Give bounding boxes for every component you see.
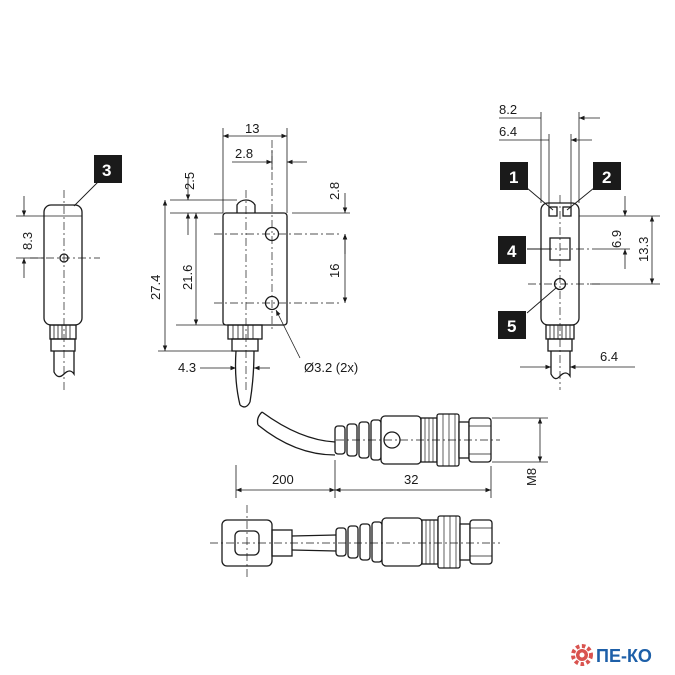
- dim-32-label: 32: [404, 472, 418, 487]
- callout-2-label: 2: [602, 168, 611, 187]
- dim-6-9-label: 6.9: [609, 230, 624, 248]
- dim-27-4-label: 27.4: [148, 275, 163, 300]
- dim-2-8-top-label: 2.8: [235, 146, 253, 161]
- dim-8-3-label: 8.3: [20, 232, 35, 250]
- dim-8-3: [16, 196, 44, 278]
- dim-6-4-top-label: 6.4: [499, 124, 517, 139]
- callout-1-box: [500, 162, 528, 190]
- gear-icon: [571, 644, 593, 666]
- callout-1-label: 1: [509, 168, 518, 187]
- dim-4-3-label: 4.3: [178, 360, 196, 375]
- bottom-view: [221, 515, 493, 569]
- side-view: [30, 190, 100, 390]
- logo-text: ПЕ-КО: [596, 646, 652, 666]
- front-view: [222, 199, 288, 408]
- callout-3-box: [94, 155, 122, 183]
- dim-2-8-right-label: 2.8: [327, 182, 342, 200]
- connector-dimensions: [235, 417, 548, 498]
- dim-8-2-label: 8.2: [499, 102, 517, 117]
- front-dimensions: [158, 128, 350, 371]
- dim-16-label: 16: [327, 264, 342, 278]
- front-centerlines: [214, 140, 340, 390]
- dim-13-3-label: 13.3: [636, 237, 651, 262]
- dim-6-4-bottom-label: 6.4: [600, 349, 618, 364]
- callout-5-box: [498, 311, 526, 339]
- rear-dimensions: [499, 112, 660, 370]
- logo: ПЕ-КО: [571, 644, 652, 666]
- cable-connector: [256, 411, 492, 467]
- callout-2-leader: [566, 187, 595, 211]
- callout-4-label: 4: [507, 242, 517, 261]
- callout-5-leader: [526, 287, 557, 314]
- dim-21-6-label: 21.6: [180, 265, 195, 290]
- dim-13-label: 13: [245, 121, 259, 136]
- callout-4-box: [498, 236, 526, 264]
- callout-5-label: 5: [507, 317, 516, 336]
- callout-3-label: 3: [102, 161, 111, 180]
- dim-200-label: 200: [272, 472, 294, 487]
- callout-3-leader: [73, 179, 101, 207]
- hole-label: Ø3.2 (2x): [304, 360, 358, 375]
- dim-2-5-label: 2.5: [182, 172, 197, 190]
- callout-1-leader: [526, 187, 554, 211]
- bottom-centerlines: [210, 505, 500, 580]
- dim-m8-label: M8: [524, 468, 539, 486]
- callout-2-box: [593, 162, 621, 190]
